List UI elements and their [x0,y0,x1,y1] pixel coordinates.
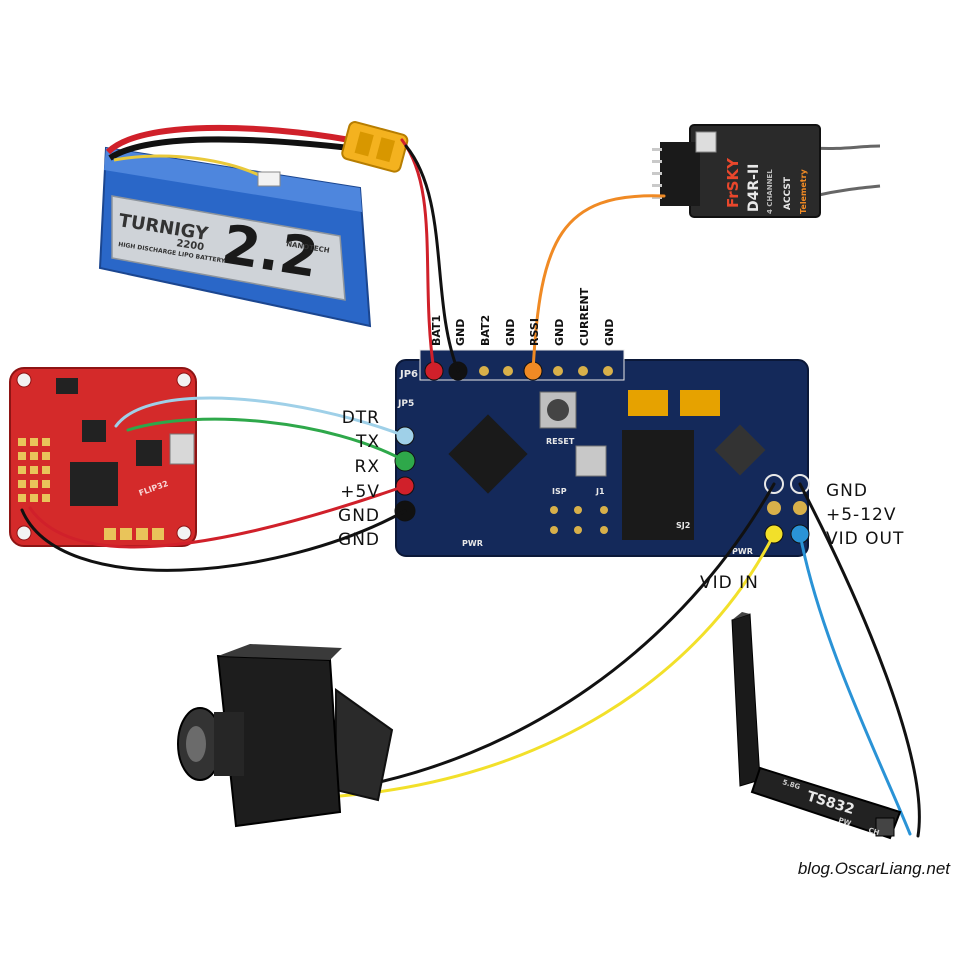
battery-capacity-mah: 2200 [176,238,205,253]
reset-silk: RESET [546,437,575,446]
receiver-bind-button [695,131,717,153]
vtx-pin-pw: PW [837,816,852,827]
xt60-connector [341,121,409,173]
jp6-label-gnd-2: GND [504,319,517,346]
max7456-chip [622,430,694,540]
wire-video-in [338,532,776,798]
battery-capacity: 2.2 [218,213,322,290]
wire-video-out [798,532,912,836]
video-labels: GND +5-12V VID OUT VID IN [700,481,904,593]
j1-silk: J1 [595,487,605,496]
jp6-pin-gnd-2 [503,366,513,376]
jp5-label-dtr: DTR [342,408,380,428]
jp5-labels: DTR TX RX +5V GND GND [338,408,380,550]
sj2-silk: SJ2 [676,521,690,530]
jp6-header-label: JP6 [399,369,418,380]
jp6-label-rssi: RSSI [528,318,541,346]
fc-usb-port [169,433,195,465]
receiver-pins [652,148,662,199]
wire-tx [114,396,407,438]
jp6-pin-bat2 [479,366,489,376]
vid-label-vid-in: VID IN [700,573,759,593]
jp6-label-gnd-4: GND [603,319,616,346]
wire-rssi [531,194,666,373]
jp6-label-current: CURRENT [578,287,591,346]
flight-controller: FLIP32 [9,367,197,547]
jp5-label-gnd-1: GND [338,506,380,526]
receiver-telemetry: Telemetry [799,168,808,214]
wire-battery-positive [400,138,436,373]
receiver-mode: ACCST [783,176,793,210]
jp5-label-tx: TX [355,432,380,452]
vid-label-power: +5-12V [826,505,896,525]
frsky-receiver: FrSKY D4R-II 4 CHANNEL ACCST Telemetry [652,124,881,218]
antenna-lead-2 [813,184,881,198]
vid-label-gnd: GND [826,481,868,501]
wires [20,138,921,838]
pwr-silk-right: PWR [732,547,753,556]
lipo-battery: TURNIGY 2.2 2200 HIGH DISCHARGE LIPO BAT… [98,121,409,328]
jp6-pin-current [578,366,588,376]
wire-camera-ground [338,482,776,792]
credit-text: blog.OscarLiang.net [798,859,951,878]
vtx-antenna [731,613,761,787]
vid-label-vid-out: VID OUT [826,529,904,549]
battery-lead-black [108,136,351,161]
vid-pin-5v-out [793,501,807,515]
osd-atmega-chip [448,414,528,494]
battery-lead-red [105,124,351,155]
jp6-label-gnd-1: GND [454,319,467,346]
jp5-label-gnd-2: GND [338,530,380,550]
balance-lead [113,154,266,180]
wire-5v [28,484,407,549]
antenna-lead-1 [813,144,881,151]
receiver-brand: FrSKY [724,157,742,208]
jp6-labels: BAT1 GND BAT2 GND RSSI GND CURRENT GND [430,287,616,346]
pwr-silk-left: PWR [462,539,483,548]
fc-mcu-chip [70,462,118,506]
wire-fc-ground [20,508,407,572]
jp6-pin-gnd-3 [553,366,563,376]
camera-bracket [335,688,394,802]
jp5-header-label: JP5 [397,399,414,409]
receiver-channels: 4 CHANNEL [766,169,774,214]
receiver-model: D4R-II [746,164,762,212]
jp6-label-bat2: BAT2 [479,315,492,346]
wire-rx [126,417,407,463]
balance-plug [257,171,281,187]
fc-pin-header [18,438,50,502]
wire-battery-ground [404,144,460,373]
jp6-label-gnd-3: GND [553,319,566,346]
wire-vtx-ground [798,482,921,838]
fpv-camera [177,644,394,828]
video-transmitter: TS832 5.8G PW CH [731,612,902,840]
vid-pin-5v-in [767,501,781,515]
isp-silk: ISP [552,487,567,496]
jp5-label-rx: RX [355,457,380,477]
vtx-pin-ch: CH [867,826,880,837]
jp6-pin-gnd-4 [603,366,613,376]
jp5-label-5v: +5V [340,482,380,502]
jp6-label-bat1: BAT1 [430,315,443,346]
